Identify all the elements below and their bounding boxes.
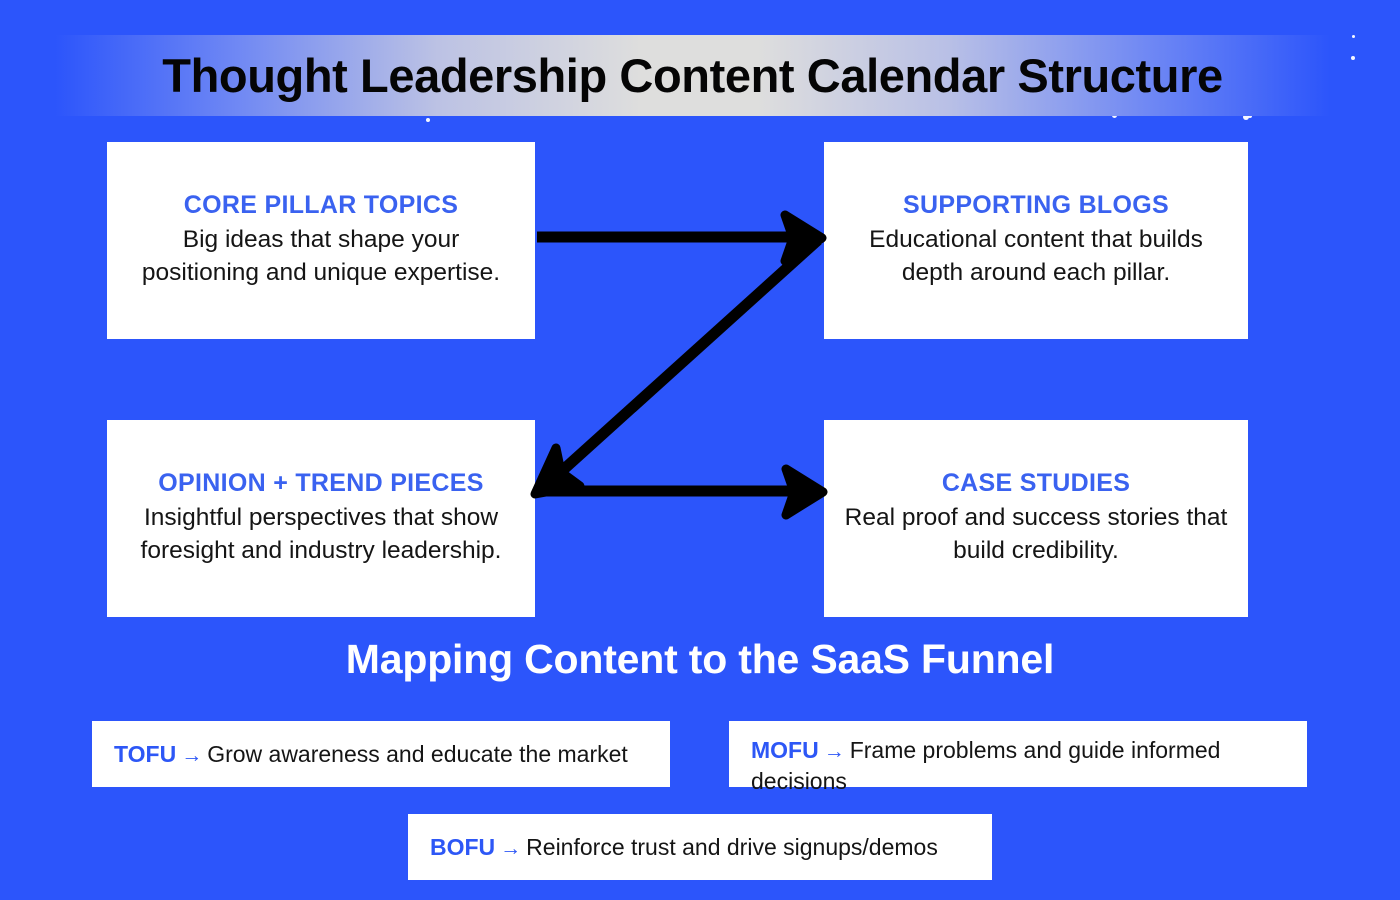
funnel-stage-tag: TOFU bbox=[114, 740, 177, 767]
card-body: Educational content that builds depth ar… bbox=[869, 225, 1203, 287]
arrow-opinion-to-case-icon bbox=[540, 464, 828, 520]
card-title: CASE STUDIES bbox=[941, 468, 1131, 497]
card-body: Big ideas that shape your positioning an… bbox=[141, 225, 501, 287]
card-title: CORE PILLAR TOPICS bbox=[183, 190, 459, 219]
card-title: OPINION + TREND PIECES bbox=[158, 468, 484, 497]
arrow-right-icon: → bbox=[181, 743, 203, 767]
page-title: Thought Leadership Content Calendar Stru… bbox=[162, 49, 1223, 102]
funnel-stage-tofu[interactable]: TOFU→Grow awareness and educate the mark… bbox=[92, 721, 670, 787]
card-supporting-blogs[interactable]: SUPPORTING BLOGS Educational content tha… bbox=[824, 142, 1248, 339]
funnel-stage-description: Reinforce trust and drive signups/demos bbox=[526, 833, 938, 860]
card-case-studies[interactable]: CASE STUDIES Real proof and success stor… bbox=[824, 420, 1248, 617]
card-body: Insightful perspectives that show foresi… bbox=[140, 503, 502, 565]
decorative-dot bbox=[1351, 56, 1355, 60]
funnel-stage-description: Frame problems and guide informed decisi… bbox=[751, 737, 1221, 794]
arrow-core-to-blogs-icon bbox=[537, 210, 827, 266]
funnel-stage-text: BOFU→Reinforce trust and drive signups/d… bbox=[430, 832, 938, 863]
funnel-stage-text: TOFU→Grow awareness and educate the mark… bbox=[114, 739, 628, 770]
arrow-right-icon: → bbox=[823, 740, 845, 763]
arrow-blogs-to-opinion-icon bbox=[530, 235, 822, 499]
funnel-stage-bofu[interactable]: BOFU→Reinforce trust and drive signups/d… bbox=[408, 814, 992, 880]
funnel-stage-tag: MOFU bbox=[751, 737, 819, 763]
title-gradient-band bbox=[55, 35, 1330, 116]
card-title: SUPPORTING BLOGS bbox=[903, 190, 1169, 219]
decorative-dot bbox=[1352, 35, 1355, 38]
funnel-stage-text: MOFU→Frame problems and guide informed d… bbox=[751, 735, 1307, 796]
funnel-stage-tag: BOFU bbox=[430, 833, 496, 860]
card-core-pillar-topics[interactable]: CORE PILLAR TOPICS Big ideas that shape … bbox=[107, 142, 535, 339]
arrow-right-icon: → bbox=[500, 836, 522, 860]
funnel-stage-description: Grow awareness and educate the market bbox=[207, 740, 628, 767]
funnel-stage-mofu[interactable]: MOFU→Frame problems and guide informed d… bbox=[729, 721, 1307, 794]
card-body: Real proof and success stories that buil… bbox=[844, 503, 1228, 565]
card-opinion-trend-pieces[interactable]: OPINION + TREND PIECES Insightful perspe… bbox=[107, 420, 535, 617]
funnel-section-heading: Mapping Content to the SaaS Funnel bbox=[345, 636, 1055, 682]
decorative-dot bbox=[426, 118, 430, 122]
